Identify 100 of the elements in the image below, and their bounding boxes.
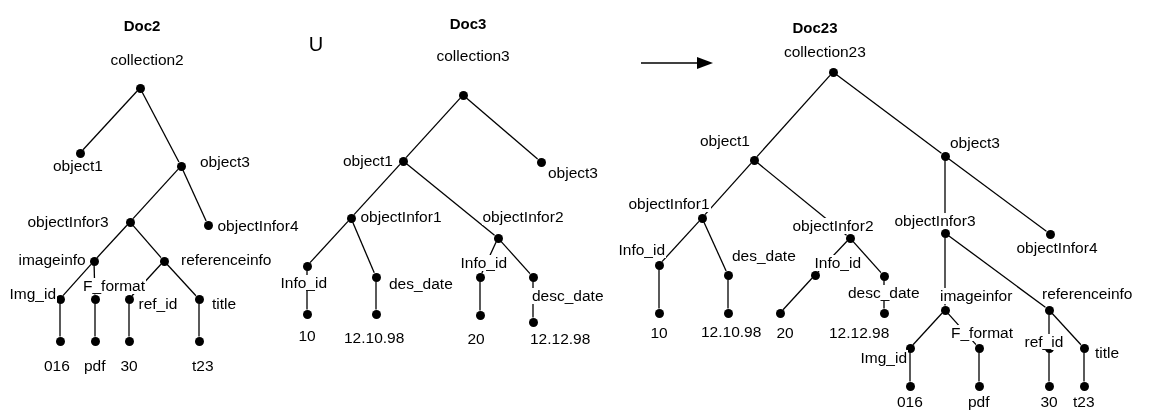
node-label: t23 [1072, 394, 1096, 410]
node-label: referenceinfo [1041, 286, 1134, 302]
node-label: ref_id [137, 296, 179, 312]
tree-node [435, 48, 511, 100]
tree-branch [96, 224, 128, 259]
tree-branch [756, 74, 831, 158]
node-label: 016 [896, 394, 924, 410]
node-label: objectInfor3 [26, 214, 110, 230]
tree-branch [978, 351, 980, 383]
tree-node [649, 308, 669, 341]
node-label: Img_id [859, 350, 909, 366]
tree-heading: Doc3 [449, 15, 487, 31]
node-label: F_format [950, 325, 1014, 341]
tree-branch [947, 235, 1047, 308]
node-label: objectInfor4 [1015, 240, 1099, 256]
tree-branch [947, 158, 1048, 232]
node-label: objectInfor2 [481, 209, 565, 225]
tree-node [342, 153, 408, 169]
node-label: imageinfo [17, 252, 87, 268]
tree-node [83, 336, 107, 374]
tree-node [459, 255, 509, 282]
node-label: imageinfor [939, 288, 1014, 304]
tree-node [159, 252, 272, 268]
node-label: objectInfor1 [627, 196, 711, 212]
tree-branch [703, 221, 727, 272]
node-label: object3 [199, 154, 251, 170]
node-label: pdf [83, 358, 107, 374]
tree-branch [132, 168, 179, 220]
tree-branch [500, 240, 531, 275]
tree-branch [835, 74, 943, 154]
node-label: ref_id [1023, 334, 1065, 350]
tree-branch [166, 263, 197, 297]
tree-branch [309, 220, 349, 264]
tree-node [967, 381, 991, 410]
tree-branch [141, 91, 180, 163]
node-label: 20 [466, 331, 486, 347]
tree-branch [782, 277, 813, 311]
tree-branch [352, 221, 375, 274]
tree-node [940, 135, 1001, 161]
tree-branch [479, 280, 481, 312]
tree-branch [1051, 312, 1082, 346]
tree-node [109, 52, 185, 93]
node-label: collection23 [783, 44, 867, 60]
tree-node [481, 209, 565, 243]
tree-branch [59, 302, 61, 338]
tree-heading: Doc23 [792, 19, 838, 35]
tree-branch [1048, 351, 1050, 383]
tree-branch [912, 312, 943, 346]
tree-heading: Doc2 [123, 17, 161, 33]
tree-node [176, 154, 251, 171]
tree-node [1079, 343, 1120, 361]
tree-branch [94, 302, 96, 338]
tree-node [119, 336, 139, 374]
tree-node [343, 309, 405, 346]
tree-node [775, 308, 795, 341]
tree-node [627, 196, 711, 223]
tree-branch [1083, 351, 1085, 383]
node-label: object1 [52, 158, 104, 174]
tree-node [617, 242, 667, 270]
tree-node [466, 310, 486, 347]
tree-node [1015, 229, 1099, 256]
tree-node [828, 308, 890, 341]
node-label: object1 [342, 153, 394, 169]
tree-node [700, 308, 762, 340]
node-label: Info_id [617, 242, 667, 258]
tree-branch [704, 162, 752, 216]
tree-branch [82, 90, 138, 151]
tree-branch [182, 169, 207, 222]
tree-branch [375, 280, 377, 311]
tree-node [699, 133, 759, 165]
node-label: 016 [43, 358, 71, 374]
tree-node [536, 157, 599, 181]
node-label: 12.12.98 [828, 325, 891, 341]
tree-node [723, 248, 797, 280]
node-label: objectInfor4 [216, 218, 300, 234]
tree-node [528, 272, 605, 304]
tree-branch [128, 302, 130, 338]
node-label: 12.10.98 [700, 324, 763, 340]
node-label: 30 [119, 358, 139, 374]
node-label: title [1094, 345, 1121, 361]
node-label: Info_id [813, 255, 863, 271]
tree-node [26, 214, 135, 230]
tree-branch [727, 278, 729, 310]
node-label: 20 [775, 325, 795, 341]
tree-node [124, 294, 179, 312]
tree-node [783, 44, 867, 77]
node-label: 10 [297, 328, 317, 344]
node-label: F_format [82, 278, 146, 294]
tree-branch [661, 220, 700, 263]
node-label: desc_date [847, 285, 921, 301]
tree-node [1039, 381, 1059, 410]
node-label: Info_id [459, 255, 509, 271]
union-symbol: U [308, 34, 324, 54]
node-label: 10 [649, 325, 669, 341]
node-label: pdf [967, 394, 991, 410]
tree-branch [132, 224, 162, 259]
tree-branch [852, 240, 882, 274]
tree-branch [405, 163, 496, 236]
tree-node [950, 325, 1014, 353]
tree-node [939, 288, 1013, 315]
